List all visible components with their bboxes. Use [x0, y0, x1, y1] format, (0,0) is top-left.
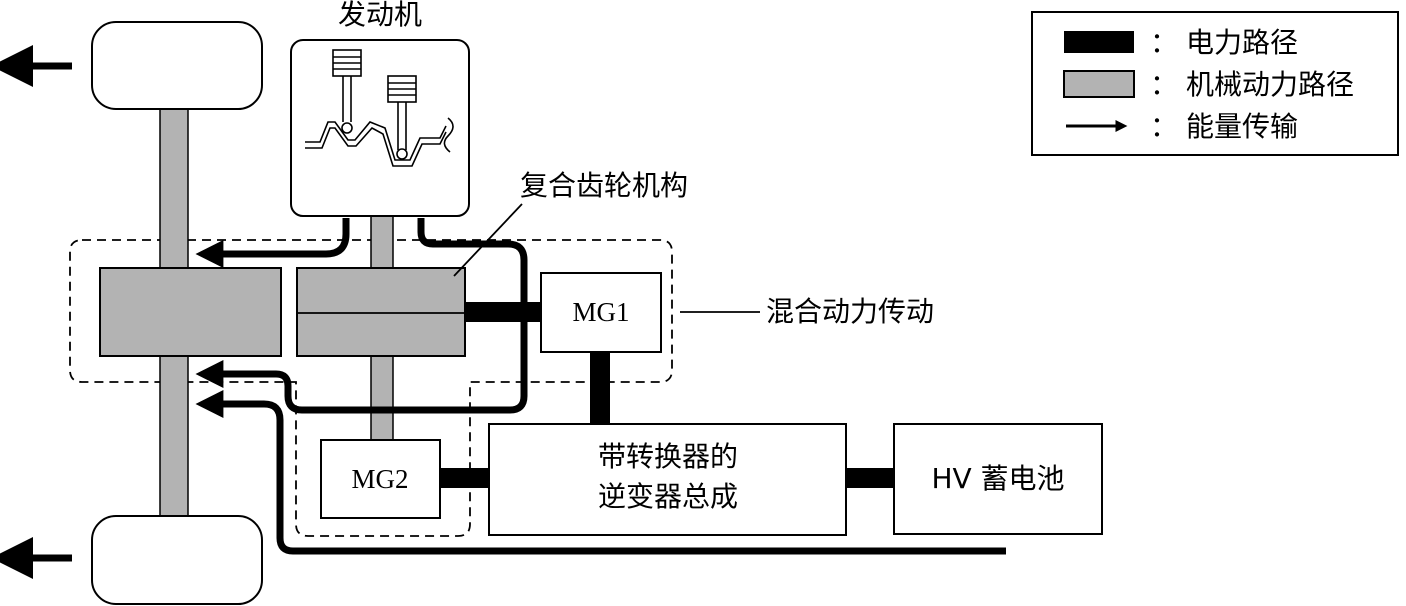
- gear-mechanism-callout: 复合齿轮机构: [520, 169, 688, 202]
- rear-wheel: [91, 515, 263, 605]
- legend-mechanical-swatch: [1063, 70, 1135, 98]
- legend: ： 电力路径 ： 机械动力路径 ： 能量传输: [1031, 11, 1399, 156]
- legend-sep-1: ：: [1150, 26, 1178, 59]
- mg2-inverter-link: [440, 468, 490, 488]
- battery-to-wheel-flow: [195, 390, 1006, 555]
- compound-gear-box: [296, 267, 466, 357]
- battery-label: HV 蓄电池: [931, 462, 1064, 495]
- legend-energy-label: 能量传输: [1186, 110, 1298, 143]
- mg1-inverter-link: [590, 352, 610, 424]
- battery-box: [893, 423, 1103, 535]
- engine-label: 发动机: [338, 0, 422, 31]
- engine-box: [290, 39, 470, 217]
- hybrid-transmission-boundary: [69, 239, 673, 537]
- legend-sep-2: ：: [1150, 68, 1178, 101]
- inverter-label-line2: 逆变器总成: [598, 480, 738, 513]
- inverter-label-line1: 带转换器的: [598, 440, 738, 473]
- reduction-gear-box: [99, 267, 282, 357]
- inverter-battery-link: [846, 468, 894, 488]
- mg2-box: [320, 439, 441, 519]
- mg1-box: [540, 272, 662, 353]
- engine-split-flow: [195, 218, 528, 414]
- engine-to-wheel-flow: [195, 218, 350, 268]
- legend-electrical-label: 电力路径: [1186, 26, 1298, 59]
- legend-sep-3: ：: [1150, 110, 1178, 143]
- mg1-label: MG1: [572, 297, 629, 327]
- engine-piston-icon: [305, 49, 454, 167]
- gear-mechanism-leader: [453, 203, 523, 277]
- legend-mechanical-label: 机械动力路径: [1186, 68, 1354, 101]
- front-wheel: [91, 21, 263, 110]
- hybrid-transmission-callout: 混合动力传动: [766, 295, 934, 328]
- inverter-box: [488, 423, 847, 536]
- legend-electrical-swatch: [1064, 31, 1134, 53]
- mg2-label: MG2: [351, 464, 408, 494]
- mg1-gear-link: [465, 302, 543, 322]
